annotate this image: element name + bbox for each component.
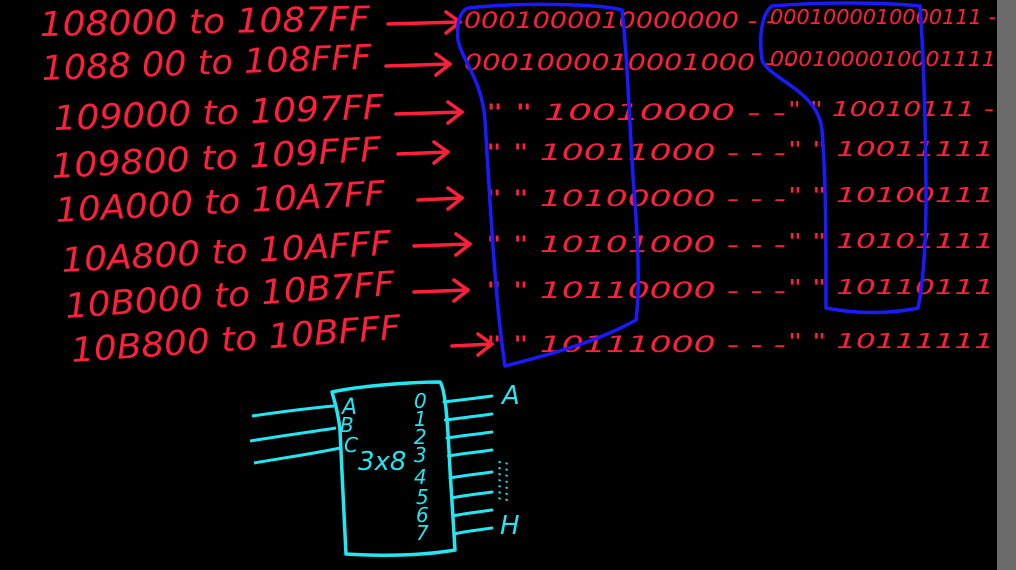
arrow-head [476, 332, 494, 357]
decoder-output-first-label: A [500, 381, 520, 411]
end-bits-label: " " 10101111 [788, 229, 994, 253]
arrow-head [446, 186, 464, 211]
decoder-output-line [451, 508, 494, 518]
decoder-output-last-label: H [500, 511, 520, 541]
decoder-output-line [444, 412, 494, 422]
decoder-output-line [442, 394, 494, 404]
start-bits-label: 0001000010000000 - - - [464, 9, 794, 34]
end-bits-label: " " 10011111 [788, 137, 994, 161]
decoder-input-line-a [251, 404, 335, 418]
arrow-line [394, 110, 464, 116]
arrow-line [450, 342, 494, 348]
decoder-output-line [447, 448, 494, 458]
decoder-output-number: 3 [414, 443, 427, 467]
start-bits-label: " " 10010000 - - [486, 101, 786, 126]
decoder-output-line [445, 430, 494, 440]
blue-loop-end-column [759, 1, 928, 315]
arrow-line [386, 20, 462, 26]
arrow-head [454, 232, 472, 257]
start-bits-label: " " 10111000 - - - [486, 333, 786, 358]
arrow-line [384, 62, 452, 68]
decoder-output-number: 0 [414, 389, 427, 413]
decoder-output-number: 1 [414, 407, 427, 431]
decoder-size-label: 3x8 [358, 447, 406, 477]
start-bits-label: 0001000010001000 - - [464, 51, 794, 76]
arrow-list [384, 10, 494, 357]
arrow-head [432, 140, 450, 165]
decoder-output-number: 4 [414, 465, 427, 489]
decoder-input-a-label: A [340, 395, 357, 420]
decoder-output-line [450, 490, 494, 500]
decoder-output-line [453, 526, 494, 536]
decoder-input-line-b [249, 426, 337, 443]
arrow-line [416, 196, 464, 202]
arrow-line [396, 150, 450, 156]
decoder-body [330, 380, 457, 557]
arrow-line [412, 288, 470, 294]
decoder-output-line [448, 470, 494, 480]
address-range-label: 1088 00 to 108FFF [41, 37, 373, 89]
decoder-output-dots: ::::::: [494, 460, 515, 502]
decoder-input-b-label: B [340, 413, 354, 437]
blue-loop-start-column [455, 2, 640, 368]
end-bits-label: " " 10100111 [788, 183, 994, 207]
address-range-label: 108000 to 1087FF [39, 0, 370, 45]
decoder-input-line-c [253, 446, 341, 465]
decoder-output-number: 2 [414, 425, 427, 449]
scrollbar[interactable] [997, 0, 1016, 570]
end-bits-label: " " 10111111 [788, 329, 994, 353]
start-bits-label: " " 10011000 - - - [486, 141, 786, 166]
arrow-head [434, 52, 452, 77]
start-bit-list: 0001000010000000 - - - 0001000010001000 -… [464, 9, 794, 358]
decoder-output-lines [442, 394, 494, 536]
arrow-head [452, 278, 470, 303]
decoder-output-number: 7 [416, 521, 429, 545]
end-bits-label: " " 10110111 [788, 275, 994, 299]
arrow-line [412, 242, 472, 248]
decoder-output-number: 5 [416, 485, 429, 509]
end-bits-label: 0001000010000111 - [770, 5, 996, 29]
end-bit-list: 0001000010000111 - 0001000010001111 " " 10… [770, 5, 996, 353]
end-bits-label: 0001000010001111 [770, 47, 996, 71]
decoder-output-number: 6 [416, 503, 429, 527]
end-bits-label: " " 10010111 - [788, 97, 994, 121]
arrow-head [446, 100, 464, 125]
decoder-input-c-label: C [344, 433, 358, 457]
